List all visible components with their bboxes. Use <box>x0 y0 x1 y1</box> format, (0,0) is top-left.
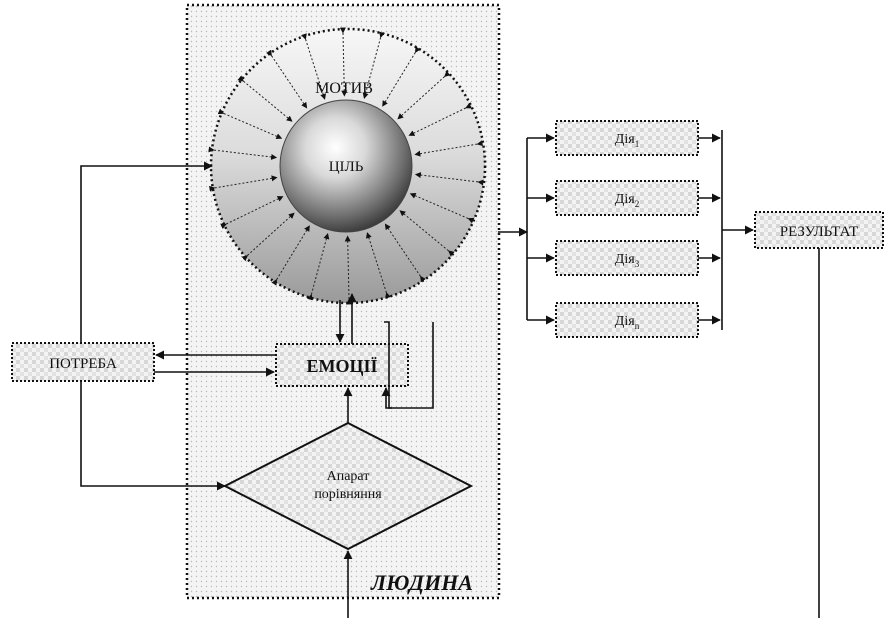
motive-goal-arrow <box>301 33 327 100</box>
action-label: Дія3 <box>615 252 640 269</box>
motive-goal-arrow <box>344 235 353 305</box>
emotions-feedback-inner <box>381 387 392 409</box>
motive-goal-arrow <box>362 31 385 99</box>
comparator-diamond: Апарат порівняння <box>222 421 474 551</box>
motive-goal-arrow <box>220 196 284 230</box>
result-box: РЕЗУЛЬТАТ <box>754 211 884 249</box>
motive-goal-arrow <box>241 212 295 262</box>
motive-arrows <box>208 27 484 305</box>
motive-goal-arrow <box>365 232 391 299</box>
motive-goal-arrow <box>414 172 484 186</box>
motive-goal-arrow <box>384 223 426 283</box>
motive-goal-arrow <box>339 27 348 97</box>
action-box-1: Дія1 <box>555 120 699 156</box>
motive-goal-arrow <box>217 108 283 140</box>
need-label: ПОТРЕБА <box>49 356 117 372</box>
goal-sphere: ЦІЛЬ <box>279 99 413 233</box>
motive-goal-arrow <box>237 75 293 122</box>
motive-goal-arrow <box>397 70 451 120</box>
action-label: Діяn <box>615 314 640 331</box>
motive-goal-arrow <box>408 102 472 136</box>
comparator-label-line2: порівняння <box>314 487 382 502</box>
motive-goal-arrow <box>399 210 455 257</box>
motive-goal-arrow <box>382 46 421 107</box>
motive-goal-arrow <box>409 192 475 224</box>
motive-goal-arrow <box>414 140 484 157</box>
motive-goal-arrow <box>208 146 278 160</box>
person-label: ЛЮДИНА <box>370 570 473 595</box>
need-to-motive-arrow <box>80 161 213 343</box>
goal-label: ЦІЛЬ <box>329 159 364 175</box>
action-box-2: Дія2 <box>555 180 699 216</box>
motive-goal-arrow <box>266 49 308 109</box>
motive-goal-arrow <box>307 233 330 301</box>
result-label: РЕЗУЛЬТАТ <box>780 224 859 240</box>
action-box-n: Діяn <box>555 302 699 338</box>
emotions-box: ЕМОЦІЇ <box>275 343 409 387</box>
motive-label: МОТИВ <box>315 80 373 97</box>
motive-goal-arrow <box>271 225 310 286</box>
connectors <box>80 130 820 618</box>
action-box-3: Дія3 <box>555 240 699 276</box>
emotions-label: ЕМОЦІЇ <box>306 356 377 376</box>
action-label: Дія1 <box>615 132 639 149</box>
action-label: Дія2 <box>615 192 639 209</box>
comparator-label-line1: Апарат <box>327 469 370 484</box>
motive-goal-arrow <box>208 175 278 192</box>
need-box: ПОТРЕБА <box>11 342 155 382</box>
need-to-comparator-arrow <box>80 381 226 491</box>
